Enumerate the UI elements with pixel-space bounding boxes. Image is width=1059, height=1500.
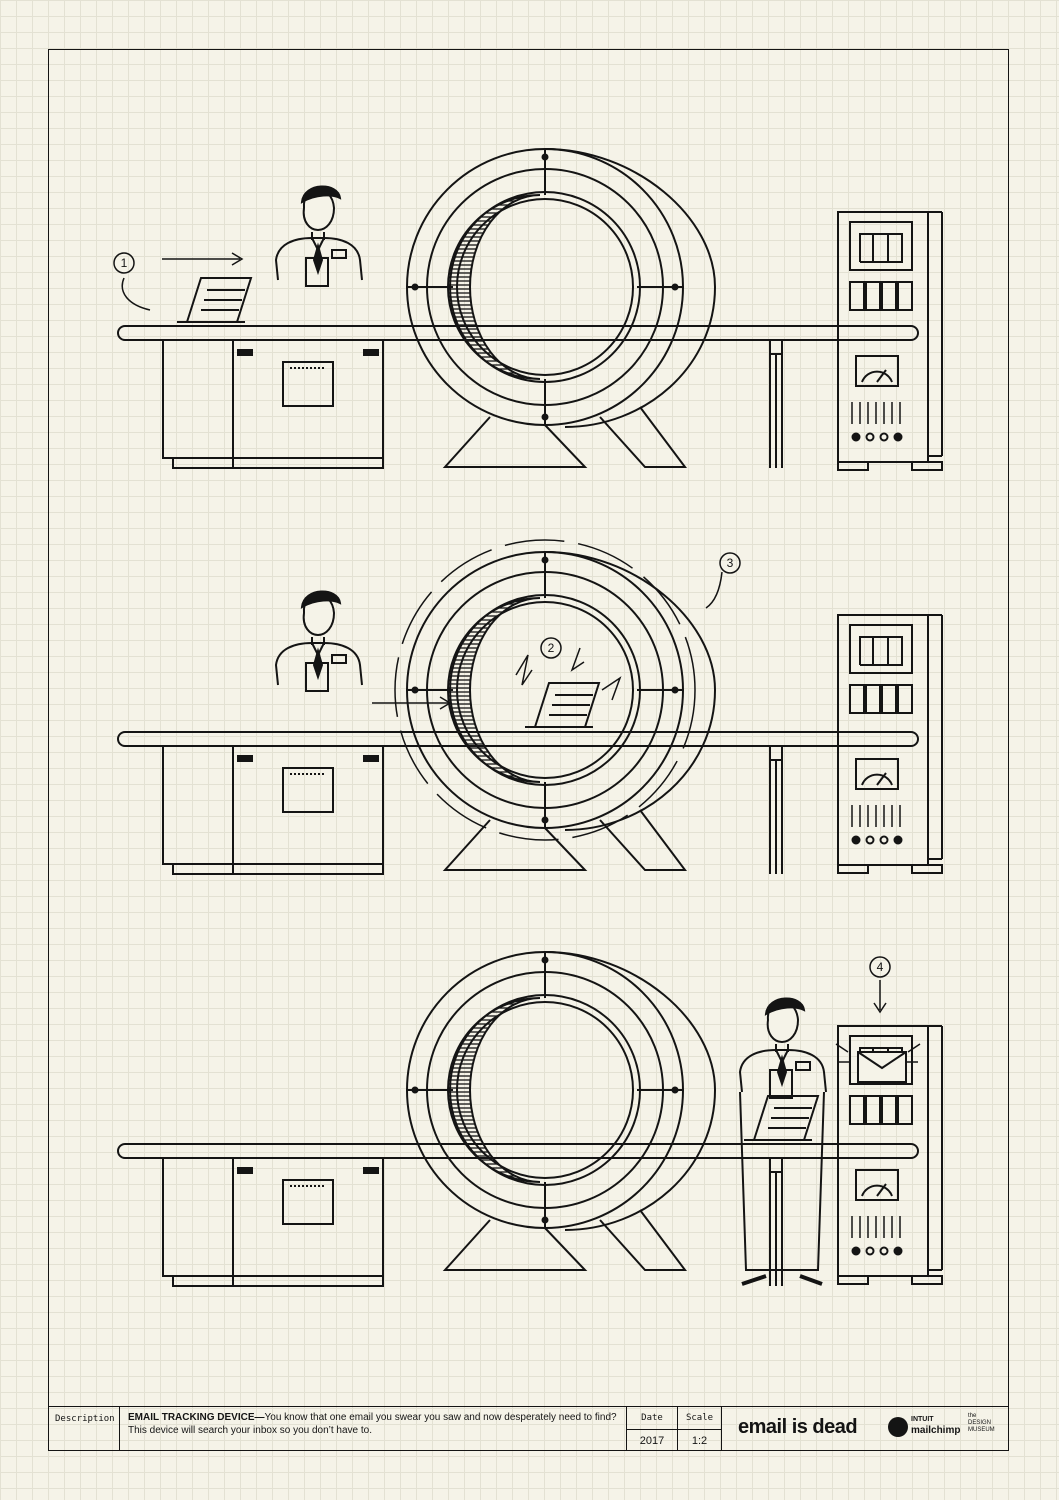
device-description: You know that one email you swear you sa… bbox=[128, 1412, 617, 1436]
title-block: Description EMAIL TRACKING DEVICE—You kn… bbox=[48, 1406, 1009, 1451]
design-museum-logo: the DESIGN MUSEUM bbox=[968, 1413, 995, 1434]
design-museum-museum: MUSEUM bbox=[968, 1427, 995, 1433]
description-text: EMAIL TRACKING DEVICE—You know that one … bbox=[128, 1411, 636, 1437]
drawing-frame bbox=[48, 49, 1009, 1451]
scene-1 bbox=[113, 148, 943, 471]
device-title: EMAIL TRACKING DEVICE bbox=[128, 1412, 255, 1423]
description-label-cell: Description bbox=[48, 1407, 120, 1451]
scale-label: Scale bbox=[685, 1413, 714, 1423]
date-label: Date bbox=[641, 1413, 663, 1423]
intuit-logo: INTUIT bbox=[911, 1416, 934, 1423]
mailchimp-icon bbox=[888, 1417, 908, 1437]
scale-cell: Scale 1:2 bbox=[678, 1407, 722, 1451]
description-label: Description bbox=[55, 1414, 115, 1424]
title-dash: — bbox=[254, 1412, 265, 1423]
mailchimp-logo: mailchimp bbox=[911, 1425, 961, 1436]
design-museum-design: DESIGN bbox=[968, 1420, 992, 1426]
scale-value: 1:2 bbox=[691, 1435, 708, 1447]
date-cell: Date 2017 bbox=[626, 1407, 678, 1451]
scene-2 bbox=[117, 539, 943, 875]
callout-1: 1 bbox=[121, 256, 128, 270]
design-museum-the: the bbox=[968, 1413, 977, 1419]
scene-3 bbox=[117, 951, 943, 1287]
email-is-dead-logo: email is dead bbox=[738, 1416, 858, 1438]
callout-3: 3 bbox=[727, 556, 734, 570]
callout-2: 2 bbox=[548, 641, 555, 655]
callout-4: 4 bbox=[877, 960, 884, 974]
date-value: 2017 bbox=[639, 1435, 665, 1447]
